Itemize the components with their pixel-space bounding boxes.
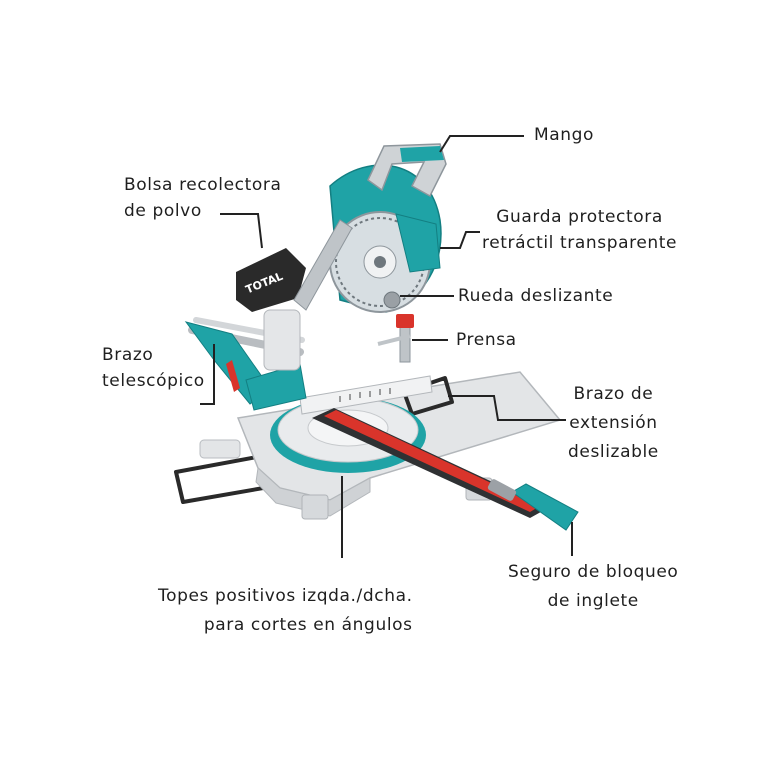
label-seguro-bloqueo: Seguro de bloqueo de inglete — [508, 562, 679, 611]
label-bolsa-recolectora: Bolsa recolectora de polvo — [124, 175, 282, 221]
label-prensa: Prensa — [456, 330, 517, 350]
saw-base — [174, 371, 579, 531]
label-brazo-telescopico: Brazo telescópico — [102, 345, 205, 391]
clamp — [377, 314, 414, 363]
label-guarda-protectora: Guarda protectora retráctil transparente — [482, 207, 678, 253]
label-rueda-deslizante: Rueda deslizante — [458, 286, 614, 306]
label-topes-positivos: Topes positivos izqda./dcha. para cortes… — [158, 586, 413, 635]
leader-lines — [200, 135, 573, 558]
label-brazo-extension: Brazo de extensión deslizable — [568, 384, 659, 462]
telescopic-arm — [184, 309, 307, 411]
blade-housing — [293, 143, 447, 313]
dust-bag: TOTAL — [236, 248, 306, 312]
label-mango: Mango — [534, 125, 595, 145]
